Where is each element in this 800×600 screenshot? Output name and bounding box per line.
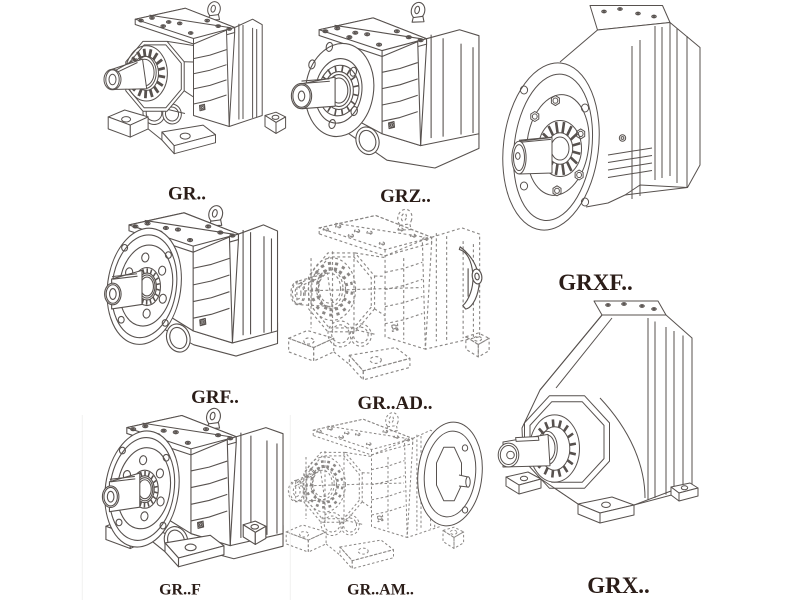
svg-text:GR..F: GR..F [159,582,201,599]
svg-text:GR..: GR.. [168,184,206,205]
svg-text:GR..AD..: GR..AD.. [358,393,433,414]
svg-text:GRX..: GRX.. [587,573,650,598]
svg-text:GRZ..: GRZ.. [380,186,431,207]
svg-text:GRF..: GRF.. [191,387,239,408]
svg-text:GRXF..: GRXF.. [558,270,633,295]
svg-text:GR..AM..: GR..AM.. [347,582,414,599]
